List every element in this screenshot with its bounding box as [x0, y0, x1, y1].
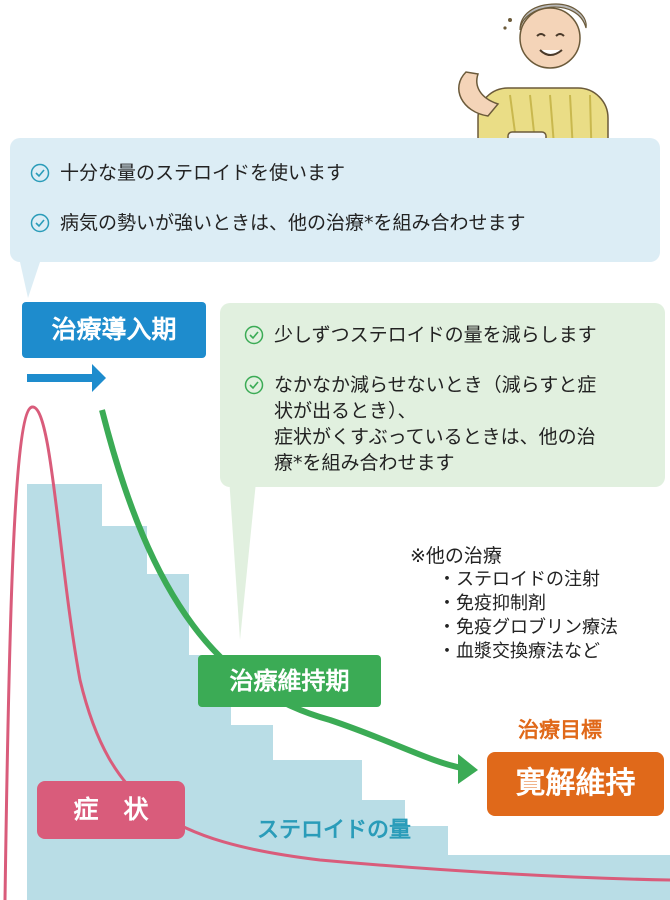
other-treatment-item: ・ステロイドの注射 — [438, 569, 600, 590]
maintenance-bullet-2-line: 状が出るとき）、 — [274, 400, 417, 422]
green-callout-pointer — [228, 462, 258, 640]
induction-stage-label: 治療導入期 — [22, 302, 206, 358]
maintenance-stage-label: 治療維持期 — [198, 655, 381, 707]
induction-arrowhead — [92, 364, 106, 392]
induction-bullet-2-text: 病気の勢いが強いときは、他の治療*を組み合わせます — [60, 212, 526, 234]
maintenance-callout — [220, 303, 665, 487]
induction-arrow-shaft — [27, 374, 93, 382]
maintenance-bullet-2-line: 症状がくすぶっているときは、他の治 — [274, 426, 596, 448]
check-circle-icon — [244, 325, 264, 345]
other-treatments-note: ※他の治療 ・ステロイドの注射 ・免疫抑制剤 ・免疫グロブリン療法 ・血漿交換療… — [410, 544, 618, 664]
induction-callout — [10, 138, 660, 262]
symptom-curve — [3, 405, 670, 900]
maintenance-bullet-2-text: なかなか減らせないとき（減らすと症 状が出るとき）、 症状がくすぶっているときは… — [274, 372, 596, 476]
steroid-amount-label: ステロイドの量 — [257, 818, 412, 843]
induction-bullet-1-text: 十分な量のステロイドを使います — [60, 162, 346, 184]
maintenance-bullet-1-text: 少しずつステロイドの量を減らします — [274, 324, 597, 346]
other-treatment-item: ・血漿交換療法など — [438, 641, 600, 662]
maintenance-bullet-2: なかなか減らせないとき（減らすと症 状が出るとき）、 症状がくすぶっているときは… — [244, 372, 596, 476]
induction-bullet-1: 十分な量のステロイドを使います — [30, 160, 345, 186]
induction-bullet-2: 病気の勢いが強いときは、他の治療*を組み合わせます — [30, 210, 526, 236]
check-circle-icon — [244, 375, 264, 395]
goal-label: 寛解維持 — [487, 752, 664, 816]
symptom-label: 症 状 — [37, 781, 185, 839]
check-circle-icon — [30, 163, 50, 183]
other-treatment-item: ・免疫グロブリン療法 — [438, 617, 618, 638]
goal-caption: 治療目標 — [518, 718, 602, 742]
check-circle-icon — [30, 213, 50, 233]
blue-callout-pointer — [20, 262, 40, 298]
other-treatment-item: ・免疫抑制剤 — [438, 593, 546, 614]
maintenance-bullet-2-line: 療*を組み合わせます — [274, 452, 455, 474]
other-treatments-title: ※他の治療 — [410, 545, 502, 567]
maintenance-bullet-2-line: なかなか減らせないとき（減らすと症 — [274, 374, 597, 396]
steroid-amount-area — [27, 484, 670, 900]
maintenance-bullet-1: 少しずつステロイドの量を減らします — [244, 322, 597, 348]
maintenance-arrowhead — [458, 754, 478, 784]
